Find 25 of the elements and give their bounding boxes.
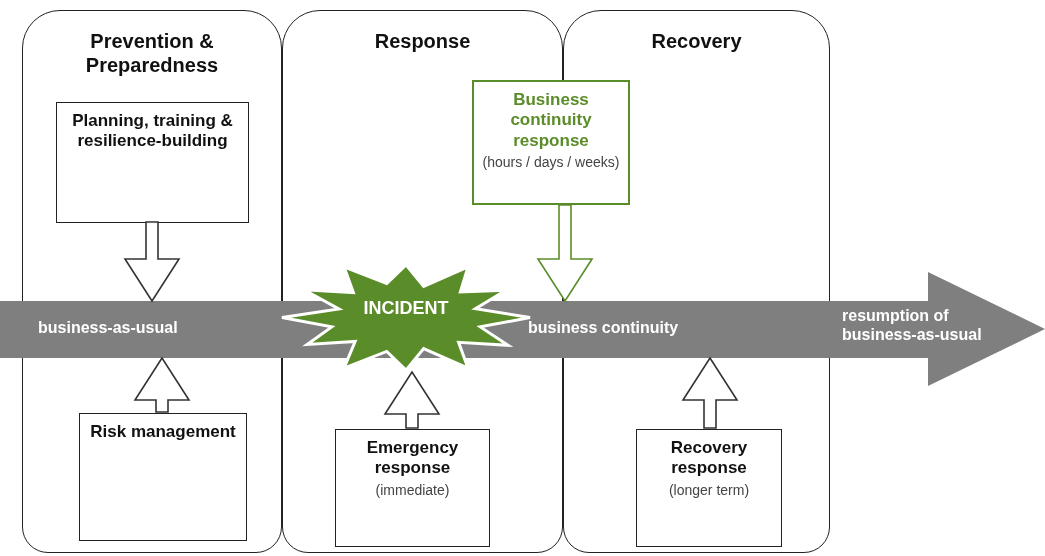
block-arrow — [681, 356, 739, 429]
process-box — [56, 102, 249, 223]
box-title: Planning, training & resilience-building — [71, 111, 234, 152]
band-label: business continuity — [528, 318, 680, 338]
box-note: (longer term) — [667, 481, 751, 499]
box-title: Emergency response — [365, 438, 460, 479]
process-box — [335, 429, 490, 547]
box-title: Risk management — [89, 422, 237, 443]
incident-label: INCIDENT — [362, 297, 450, 320]
phase-title: Response — [373, 29, 472, 53]
process-box — [79, 413, 247, 541]
phase-title: Recovery — [650, 29, 743, 53]
box-title: Recovery response — [669, 438, 749, 479]
block-arrow — [133, 356, 191, 413]
box-note: (hours / days / weeks) — [481, 154, 621, 171]
process-box — [472, 80, 630, 205]
block-arrow — [536, 204, 594, 303]
process-box — [636, 429, 782, 547]
band-label: resumption of business-as-usual — [842, 306, 983, 345]
box-note: (immediate) — [374, 481, 451, 499]
block-arrow — [123, 221, 181, 303]
box-title: Business continuity response — [509, 90, 593, 152]
block-arrow — [383, 370, 441, 429]
band-label: business-as-usual — [38, 318, 179, 338]
phase-title: Prevention & Preparedness — [84, 29, 220, 77]
